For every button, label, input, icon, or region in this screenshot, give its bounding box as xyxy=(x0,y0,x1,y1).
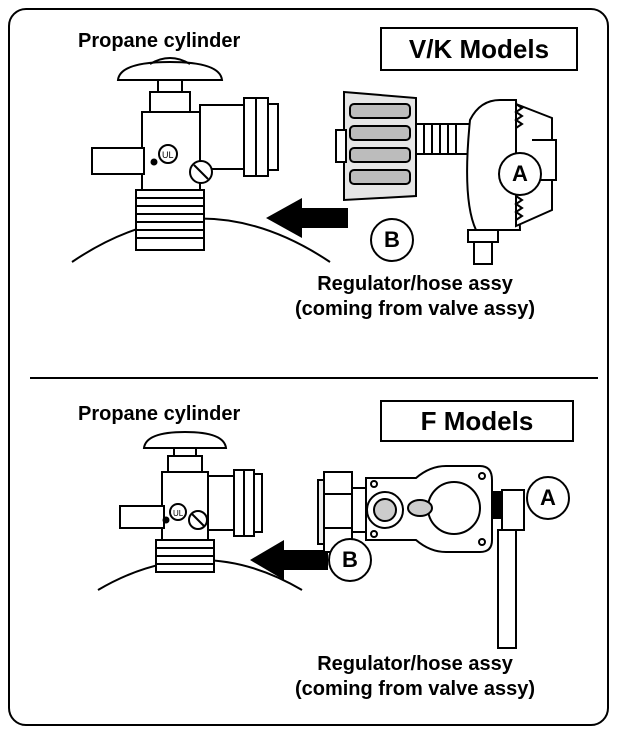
bottom-regulator-drawing xyxy=(317,465,525,649)
bottom-caption: Regulator/hose assy (coming from valve a… xyxy=(250,652,580,702)
bottom-ul-mark: UL xyxy=(173,509,184,518)
bottom-direction-arrow xyxy=(250,540,328,580)
top-caption-line1: Regulator/hose assy xyxy=(317,273,513,295)
top-ul-mark: UL xyxy=(162,150,174,160)
top-model-title: V/K Models xyxy=(380,27,578,71)
bottom-callout-b: B xyxy=(328,538,372,582)
top-regulator-drawing xyxy=(335,90,557,265)
top-cylinder-label: Propane cylinder xyxy=(78,30,241,52)
bottom-cylinder-label: Propane cylinder xyxy=(78,403,241,425)
bottom-model-title: F Models xyxy=(380,400,574,442)
top-caption-line2: (coming from valve assy) xyxy=(294,298,536,320)
top-direction-arrow xyxy=(266,198,348,238)
bottom-callout-a: A xyxy=(526,476,570,520)
bottom-cylinder-valve-drawing xyxy=(97,430,303,591)
top-callout-b: B xyxy=(370,218,414,262)
bottom-caption-line1: Regulator/hose assy xyxy=(317,653,513,675)
bottom-caption-line2: (coming from valve assy) xyxy=(294,678,536,700)
top-callout-a: A xyxy=(498,152,542,196)
top-caption: Regulator/hose assy (coming from valve a… xyxy=(250,272,580,322)
top-cylinder-valve-drawing xyxy=(71,57,331,263)
diagram-frame xyxy=(8,8,609,726)
